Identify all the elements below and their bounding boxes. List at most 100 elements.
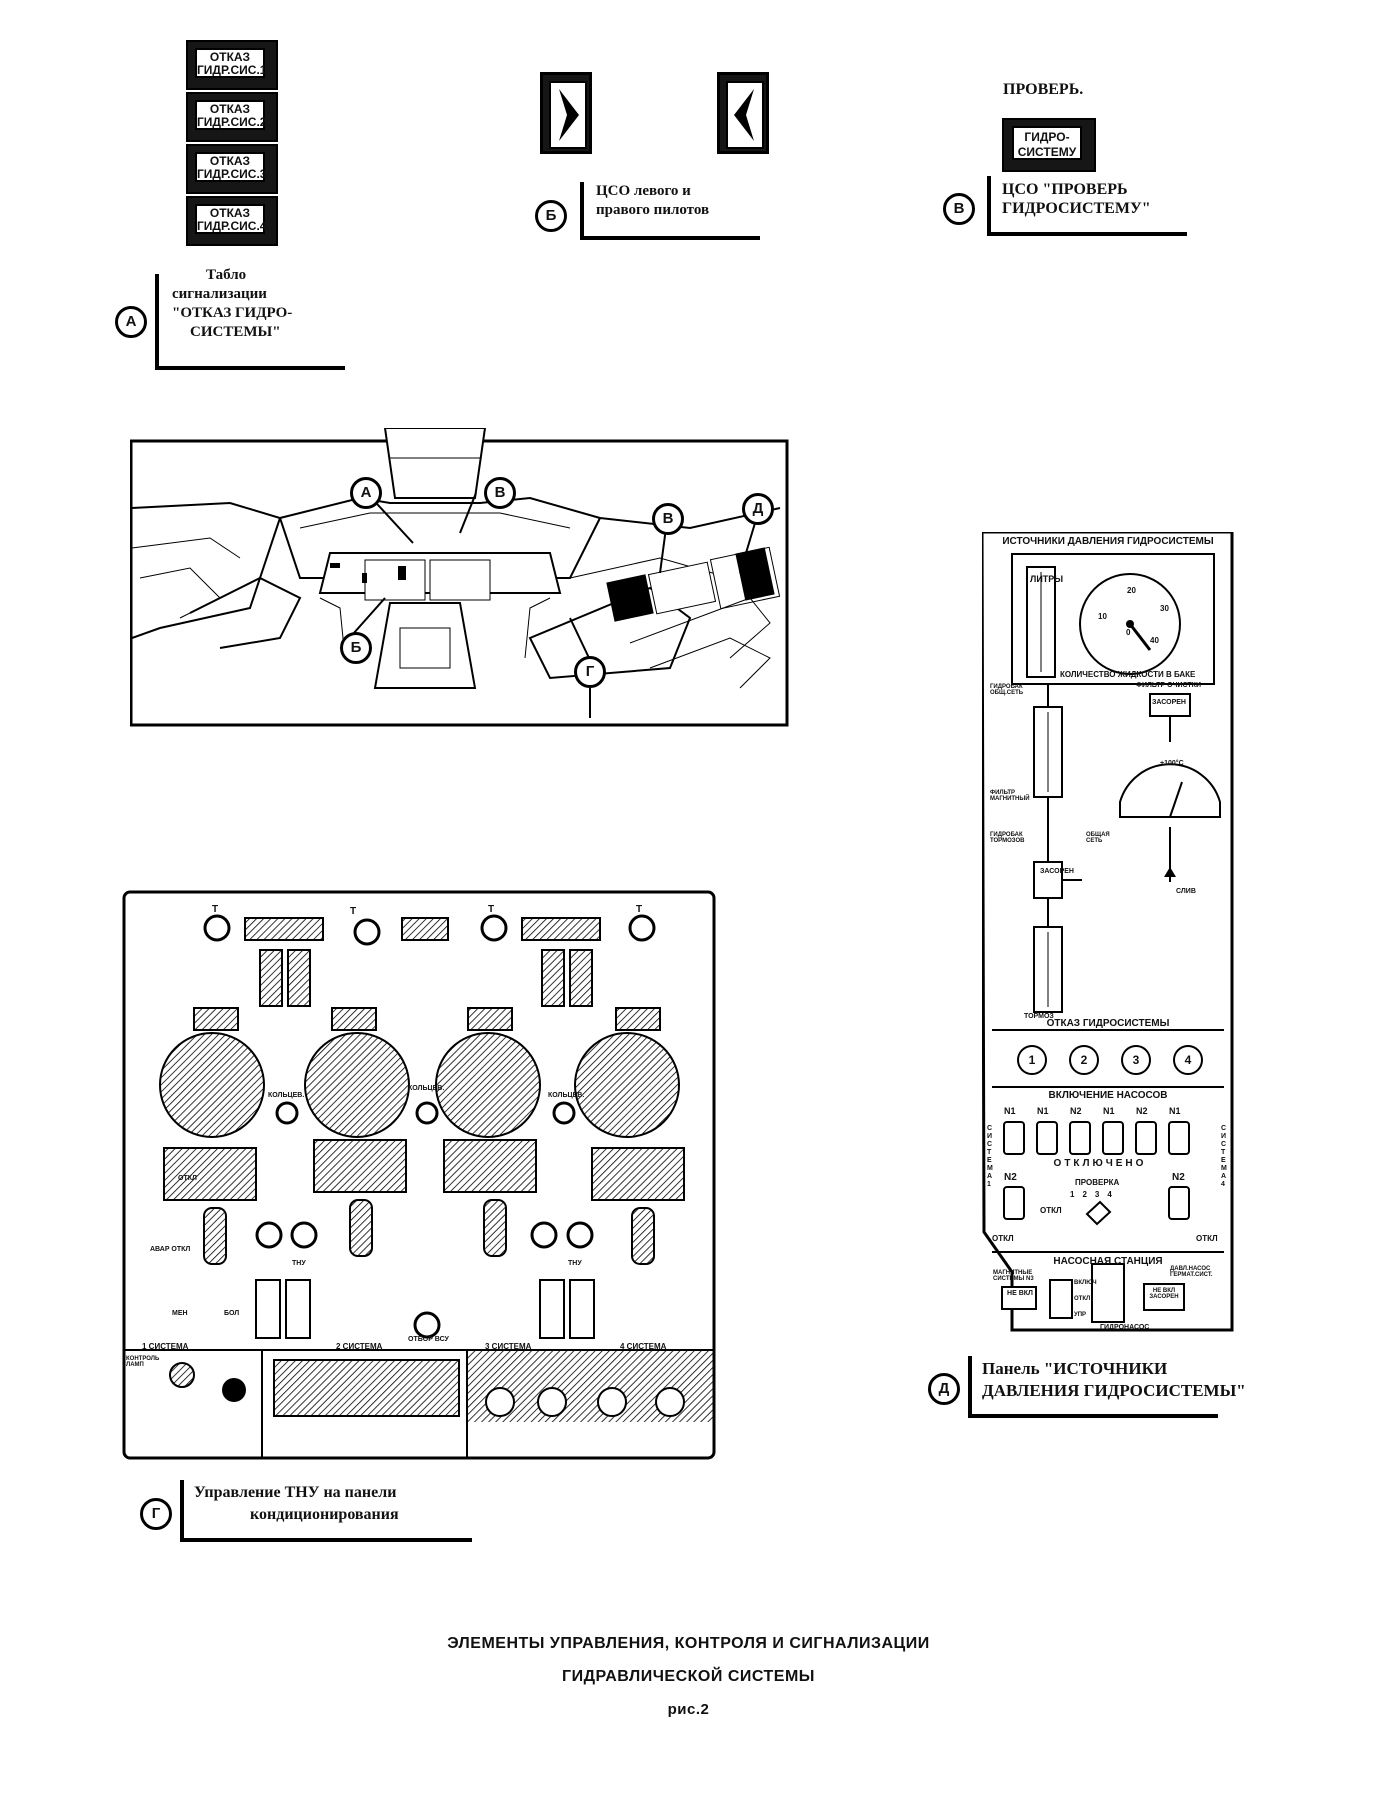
- tnu-label-1: ТНУ: [292, 1260, 306, 1267]
- marker-b: Б: [535, 200, 567, 232]
- pump-label-2: N1: [1037, 1106, 1049, 1116]
- gauge2-label: +100°С: [1160, 760, 1184, 767]
- cockpit-marker-d: Д: [742, 493, 774, 525]
- caption-d-underline: [968, 1414, 1218, 1418]
- qty-label: КОЛИЧЕСТВО ЖИДКОСТИ В БАКЕ: [1060, 670, 1196, 679]
- tick-10: 10: [1098, 612, 1107, 621]
- left-pilot-cso-chevron: [540, 72, 592, 154]
- ring-label-3: КОЛЬЦЕВ.: [548, 1092, 585, 1099]
- t-label-1: Т: [212, 904, 219, 915]
- ps-right-label: ДАВЛ.НАСОС ГЕРМАТ.СИСТ.: [1170, 1266, 1213, 1278]
- caption-v-bar: [987, 176, 991, 234]
- cockpit-marker-a: А: [350, 477, 382, 509]
- cockpit-view: [130, 428, 789, 727]
- side-label-sys4: СИСТЕМА 4: [1221, 1125, 1227, 1188]
- figure-caption: рис.2: [667, 1701, 710, 1718]
- n2-label-right: N2: [1172, 1172, 1185, 1183]
- marker-d: Д: [928, 1373, 960, 1405]
- fail-section-title: ОТКАЗ ГИДРОСИСТЕМЫ: [1046, 1018, 1170, 1029]
- fail-lamp-3[interactable]: 3: [1132, 1053, 1140, 1067]
- test-label: ПРОВЕРКА: [1075, 1178, 1120, 1187]
- line-label-brake: ТОРМОЗ: [1024, 1013, 1054, 1020]
- t-label-2: Т: [350, 906, 357, 917]
- panel-d-title: ИСТОЧНИКИ ДАВЛЕНИЯ ГИДРОСИСТЕМЫ: [1002, 536, 1214, 547]
- cockpit-marker-b: Б: [340, 632, 372, 664]
- ps-btn-not-on[interactable]: НЕ ВКЛ: [1007, 1290, 1033, 1297]
- marker-g: Г: [140, 1498, 172, 1530]
- cockpit-marker-v1: В: [484, 477, 516, 509]
- caption-v-underline: [987, 232, 1187, 236]
- system-4-label: 4 СИСТЕМА: [620, 1342, 667, 1351]
- tick-20: 20: [1127, 586, 1136, 595]
- tick-40: 40: [1150, 636, 1159, 645]
- system-1-label: 1 СИСТЕМА: [142, 1342, 189, 1351]
- pump-label-5: N2: [1136, 1106, 1148, 1116]
- line-label-filter: ФИЛЬТР МАГНИТНЫЙ: [990, 790, 1030, 802]
- caption-g-bar: [180, 1480, 184, 1542]
- ps-bottom-label: ГИДРОНАСОС: [1100, 1324, 1150, 1331]
- system-2-label: 2 СИСТЕМА: [336, 1342, 383, 1351]
- line-label-drain: СЛИВ: [1176, 888, 1196, 895]
- clog-indicator: ЗАСОРЕН: [1152, 699, 1186, 706]
- fail-lamp-2[interactable]: 2: [1080, 1053, 1088, 1067]
- ps-right-btn[interactable]: НЕ ВКЛ ЗАСОРЕН: [1149, 1288, 1179, 1300]
- pump-section-title: ВКЛЮЧЕНИЕ НАСОСОВ: [1048, 1090, 1168, 1101]
- line-label-hydrotank: ГИДРОБАК ОБЩ.СЕТЬ: [990, 684, 1024, 696]
- test-otkl-left: ОТКЛ: [1040, 1206, 1062, 1215]
- filter-label: ФИЛЬТР ОЧИСТКИ: [1136, 682, 1201, 689]
- dial-numbers: 1234: [1070, 1190, 1120, 1199]
- clog-indicator-2: ЗАСОРЕН: [1040, 868, 1074, 875]
- caption-g: Управление ТНУ на панели кондиционирован…: [194, 1484, 399, 1523]
- pump-station-title: НАСОСНАЯ СТАНЦИЯ: [1053, 1256, 1163, 1267]
- fail-lamp-1[interactable]: 1: [1028, 1053, 1036, 1067]
- apu-bleed-label: ОТБОР ВСУ: [408, 1336, 449, 1343]
- line-label-common: ОБЩАЯ СЕТЬ: [1086, 832, 1110, 844]
- line-label-brake-tank: ГИДРОБАК ТОРМОЗОВ: [990, 832, 1025, 844]
- lamp-test-label: КОНТРОЛЬ ЛАМП: [126, 1356, 160, 1368]
- n2-label-left: N2: [1004, 1172, 1017, 1183]
- caption-a-underline: [155, 366, 345, 370]
- caption-d: Панель "ИСТОЧНИКИ ДАВЛЕНИЯ ГИДРОСИСТЕМЫ": [982, 1359, 1246, 1400]
- caption-b-bar: [580, 182, 584, 240]
- side-label-sys1: СИСТЕМА 1: [987, 1125, 993, 1188]
- caption-d-bar: [968, 1356, 972, 1416]
- right-pilot-cso-chevron: [717, 72, 769, 154]
- otkl-right: ОТКЛ: [1196, 1234, 1218, 1243]
- figure-title-line1: ЭЛЕМЕНТЫ УПРАВЛЕНИЯ, КОНТРОЛЯ И СИГНАЛИЗ…: [447, 1635, 930, 1652]
- pump-label-6: N1: [1169, 1106, 1181, 1116]
- pump-label-3: N2: [1070, 1106, 1082, 1116]
- otkl-label: ОТКЛ: [178, 1175, 197, 1182]
- fail-lamp-4[interactable]: 4: [1184, 1053, 1192, 1067]
- tick-30: 30: [1160, 604, 1169, 613]
- avar-label: АВАР ОТКЛ: [150, 1246, 191, 1253]
- t-label-3: Т: [488, 904, 495, 915]
- caption-a: Табло сигнализации "ОТКАЗ ГИДРО- СИСТЕМЫ…: [172, 267, 293, 340]
- lamp-check-hydro: ГИДРО-СИСТЕМУ: [1002, 118, 1096, 172]
- men-label: МЕН: [172, 1310, 188, 1317]
- gauge-unit: ЛИТРЫ: [1030, 574, 1064, 584]
- marker-a: А: [115, 306, 147, 338]
- pump-label-1: N1: [1004, 1106, 1016, 1116]
- ring-label-1: КОЛЬЦЕВ.: [268, 1092, 305, 1099]
- ring-label-2: КОЛЬЦЕВ.: [408, 1085, 445, 1092]
- caption-b-underline: [580, 236, 760, 240]
- caption-a-bar: [155, 274, 159, 370]
- panel-d-hydraulic-sources: [982, 532, 1234, 1332]
- ps-switch-off: ОТКЛ: [1074, 1296, 1091, 1302]
- pump-label-4: N1: [1103, 1106, 1115, 1116]
- system-3-label: 3 СИСТЕМА: [485, 1342, 532, 1351]
- marker-v: В: [943, 193, 975, 225]
- ps-left-label: МАГНИТНЫЕ СИСТЕМЫ N3: [993, 1270, 1034, 1282]
- check-label-top: ПРОВЕРЬ.: [1003, 81, 1084, 98]
- otkl-left: ОТКЛ: [992, 1234, 1014, 1243]
- caption-v: ЦСО "ПРОВЕРЬ ГИДРОСИСТЕМУ": [1002, 181, 1151, 217]
- caption-g-underline: [180, 1538, 472, 1542]
- caption-b: ЦСО левого и правого пилотов: [596, 183, 710, 218]
- off-text: ОТКЛЮЧЕНО: [1053, 1158, 1147, 1169]
- ps-switch-on: ВКЛЮЧ: [1074, 1280, 1097, 1286]
